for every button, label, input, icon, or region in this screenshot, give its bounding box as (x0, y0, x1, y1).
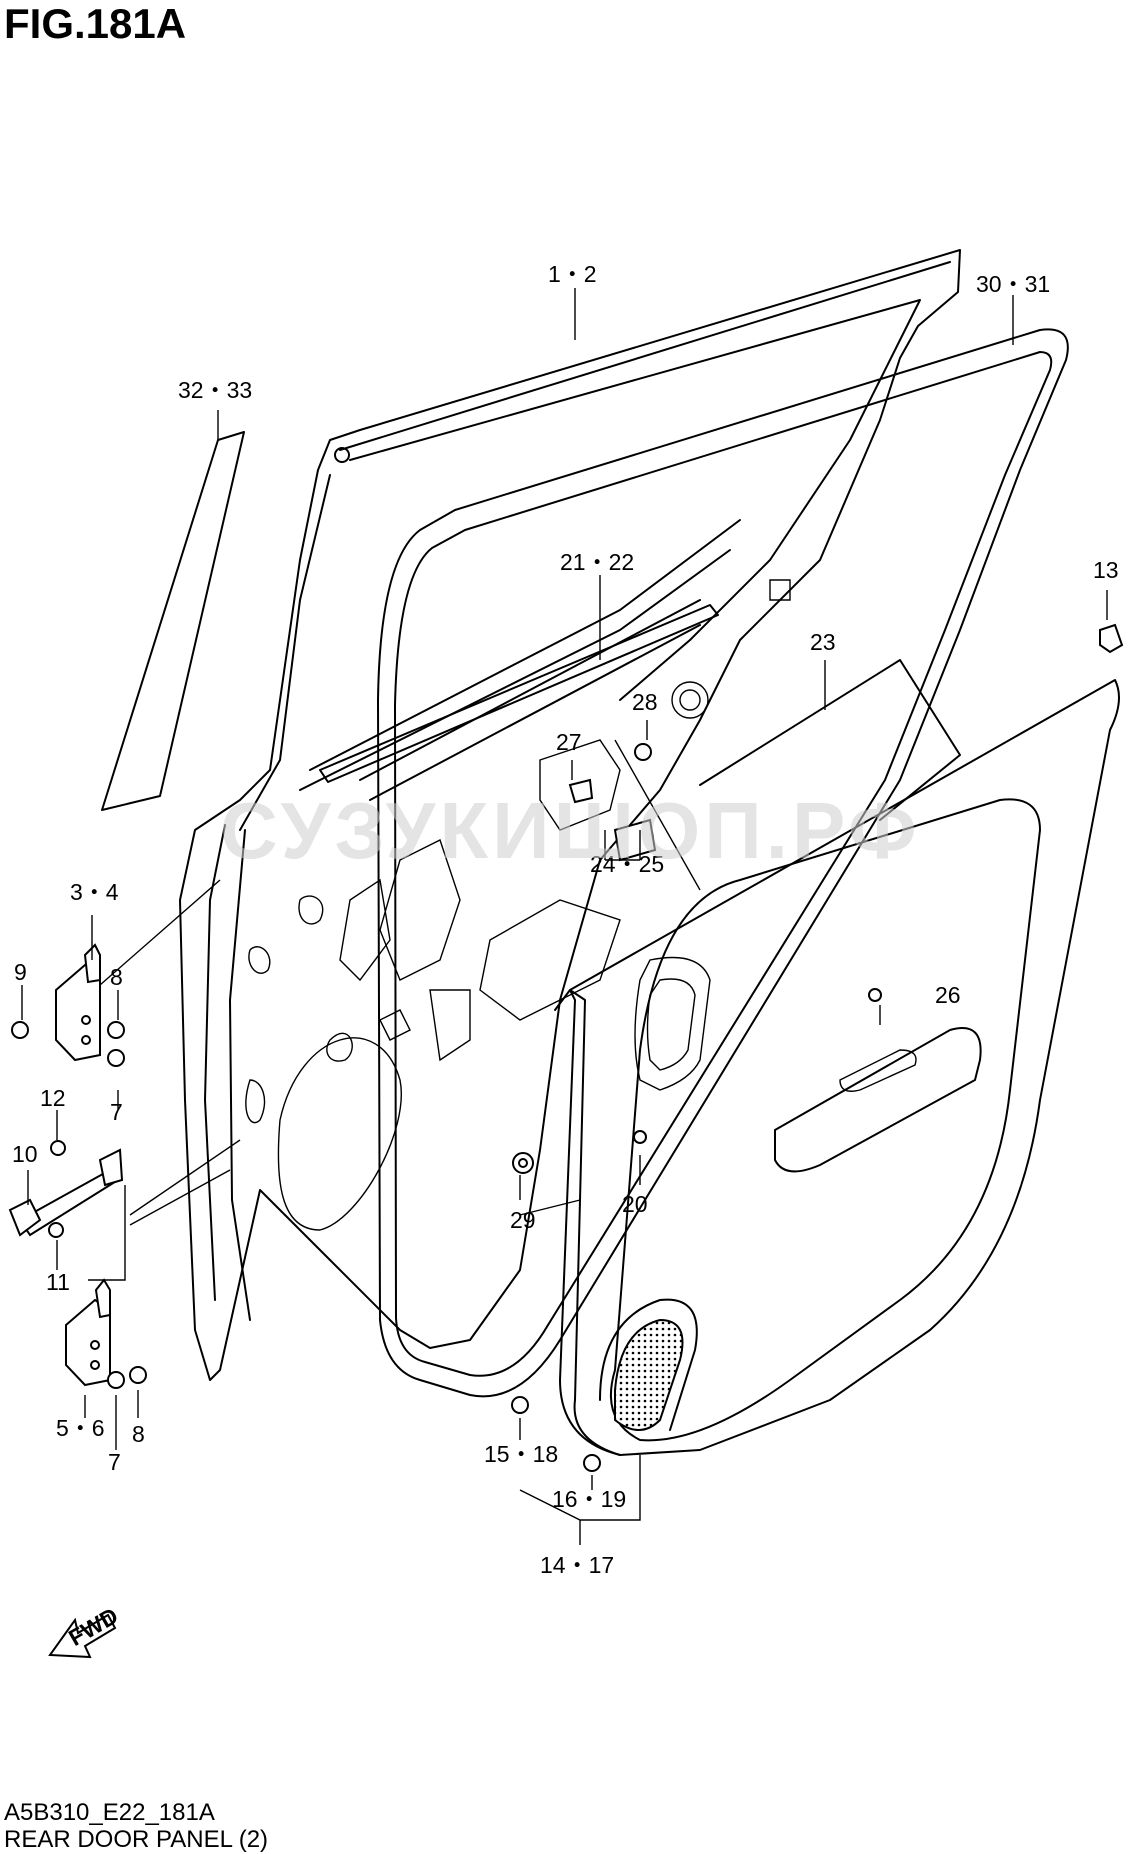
callout-12: 12 (40, 1085, 66, 1111)
callout-9: 9 (14, 959, 27, 985)
callout-7a: 7 (110, 1099, 123, 1125)
diagram-title: REAR DOOR PANEL (2) (4, 1826, 269, 1853)
callout-20: 20 (622, 1191, 648, 1217)
callout-23: 23 (810, 629, 836, 655)
callout-14-17: 14・17 (540, 1552, 614, 1578)
callout-10: 10 (12, 1141, 38, 1167)
door-armrest (774, 1027, 982, 1173)
door-panel-outer (179, 249, 961, 1381)
callout-1-2: 1・2 (548, 261, 597, 287)
callout-32-33: 32・33 (178, 377, 252, 403)
callout-labels: 1・2 30・31 32・33 13 21・22 23 28 27 24・25 … (12, 261, 1119, 1578)
callout-8a: 8 (110, 964, 123, 990)
leader-lines (21, 288, 1108, 1545)
callout-15-18: 15・18 (484, 1441, 558, 1467)
callout-24-25: 24・25 (590, 851, 664, 877)
fwd-arrow-icon: FWD (48, 1602, 122, 1659)
callout-21-22: 21・22 (560, 549, 634, 575)
callout-7b: 7 (108, 1449, 121, 1475)
callout-16-19: 16・19 (552, 1486, 626, 1512)
upper-hinge (55, 943, 101, 1062)
figure-title: FIG.181A (4, 0, 187, 47)
diagram-code: A5B310_E22_181A (4, 1799, 215, 1826)
glass-channel (319, 604, 719, 783)
callout-8b: 8 (132, 1421, 145, 1447)
callout-26: 26 (935, 982, 961, 1008)
callout-3-4: 3・4 (70, 879, 119, 905)
door-weatherstrip (377, 328, 1069, 1398)
callout-30-31: 30・31 (976, 271, 1050, 297)
callout-5-6: 5・6 (56, 1415, 105, 1441)
fwd-label: FWD (64, 1602, 122, 1651)
callout-27: 27 (556, 729, 582, 755)
callout-11: 11 (46, 1269, 70, 1295)
window-glass-strip (101, 431, 245, 811)
lower-hinge (65, 1278, 111, 1387)
callout-13: 13 (1093, 557, 1119, 583)
callout-28: 28 (632, 689, 658, 715)
watermark: СУЗУКИШОП.РФ (220, 786, 921, 875)
callout-29: 29 (510, 1207, 536, 1233)
fasteners (11, 623, 1124, 1472)
door-check (8, 1148, 124, 1237)
door-trim-panel (554, 659, 1120, 1456)
